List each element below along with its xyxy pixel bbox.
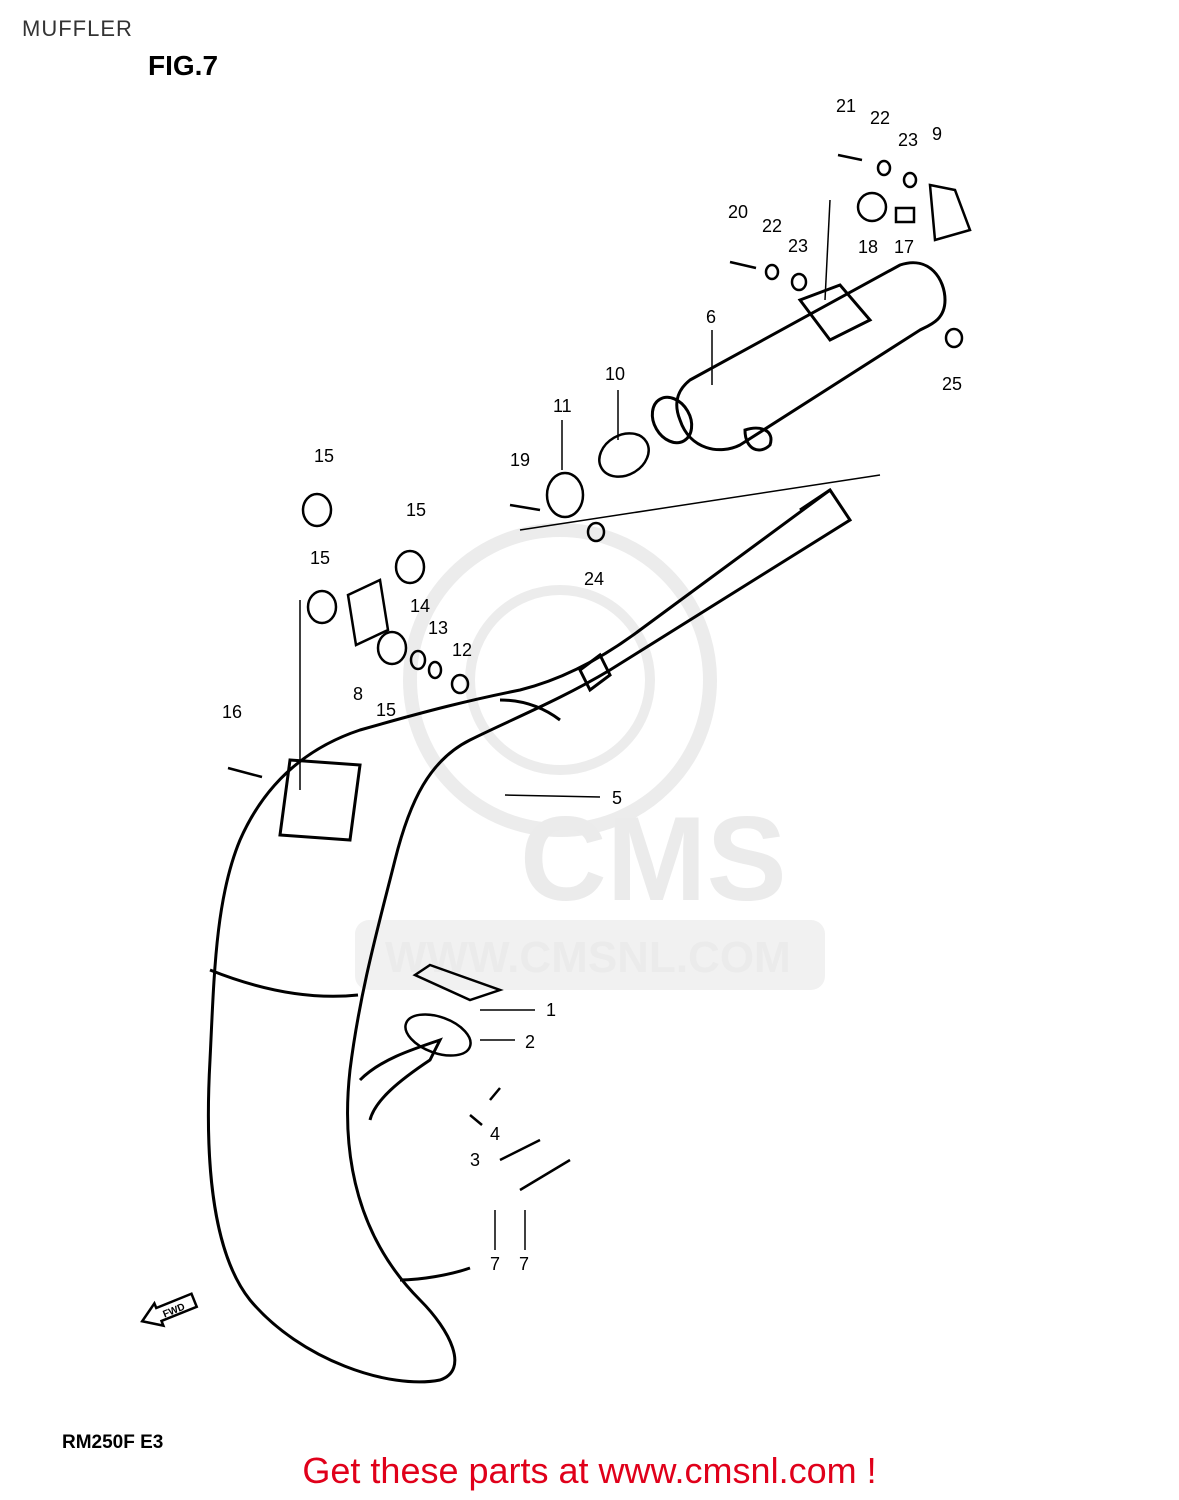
- silencer: [650, 261, 947, 452]
- nut-24: [586, 521, 606, 543]
- figure-label: FIG.7: [148, 50, 219, 81]
- label-part-14: 14: [410, 596, 430, 616]
- label-part-4: 4: [490, 1124, 500, 1144]
- label-part-1: 1: [546, 1000, 556, 1020]
- label-part-6: 6: [706, 307, 716, 327]
- label-part-19: 19: [510, 450, 530, 470]
- model-code: RM250F E3: [62, 1432, 164, 1453]
- label-part-7a: 7: [490, 1254, 500, 1274]
- label-part-12: 12: [452, 640, 472, 660]
- small-parts: [227, 153, 972, 1192]
- washer-15b: [394, 549, 426, 585]
- forward-direction-arrow-icon: FWD: [140, 1292, 199, 1328]
- label-part-18: 18: [858, 237, 878, 257]
- label-part-23a: 23: [898, 130, 918, 150]
- bolt-21: [837, 153, 863, 162]
- label-part-17: 17: [894, 237, 914, 257]
- label-part-15c: 15: [310, 548, 330, 568]
- label-part-15d: 15: [376, 700, 396, 720]
- washer-15c: [306, 589, 338, 625]
- label-part-5: 5: [612, 788, 622, 808]
- washer-22a: [876, 159, 892, 177]
- bracket-9: [928, 183, 972, 242]
- page-title: MUFFLER: [22, 16, 133, 41]
- label-part-22b: 22: [762, 216, 782, 236]
- bolt-19: [509, 503, 541, 512]
- washer-22b: [764, 263, 780, 281]
- damper-18: [856, 191, 888, 223]
- watermark-brand: CMS: [520, 792, 787, 926]
- label-part-15b: 15: [406, 500, 426, 520]
- label-part-16: 16: [222, 702, 242, 722]
- washer-15d: [376, 630, 408, 666]
- washer-13: [427, 660, 443, 680]
- label-part-8: 8: [353, 684, 363, 704]
- washer-23b: [790, 272, 808, 292]
- label-part-15a: 15: [314, 446, 334, 466]
- bracket-8: [346, 578, 390, 647]
- expansion-chamber: [206, 487, 853, 1384]
- collar-17: [894, 206, 916, 224]
- promo-link-text[interactable]: Get these parts at www.cmsnl.com !: [302, 1450, 877, 1491]
- sleeve-10: [598, 432, 650, 478]
- label-part-21: 21: [836, 96, 856, 116]
- washer-14: [409, 649, 427, 671]
- clamp-11: [545, 471, 585, 519]
- label-part-11: 11: [553, 396, 572, 416]
- washer-15a: [301, 492, 333, 528]
- label-part-23b: 23: [788, 236, 808, 256]
- label-part-24: 24: [584, 569, 604, 589]
- nut-25: [944, 327, 964, 349]
- washer-23a: [902, 171, 918, 189]
- label-part-25: 25: [942, 374, 962, 394]
- washer-3: [469, 1114, 483, 1126]
- label-part-13: 13: [428, 618, 448, 638]
- label-part-2: 2: [525, 1032, 535, 1052]
- nut-12: [450, 673, 470, 695]
- label-part-9: 9: [932, 124, 942, 144]
- gasket-1: [412, 963, 504, 1002]
- watermark-url: WWW.CMSNL.COM: [385, 933, 791, 982]
- label-part-3: 3: [470, 1150, 480, 1170]
- part-number-labels: 1 2 3 4 5 6 7 7 8 9 10 11 12 13 14 15 15…: [222, 96, 962, 1274]
- label-part-22a: 22: [870, 108, 890, 128]
- bolt-4: [489, 1087, 501, 1101]
- springs-7: [499, 1138, 571, 1192]
- bolt-20: [729, 260, 757, 270]
- label-part-20: 20: [728, 202, 748, 222]
- label-part-10: 10: [605, 364, 625, 384]
- label-part-7b: 7: [519, 1254, 529, 1274]
- watermark: CMS WWW.CMSNL.COM: [355, 523, 825, 990]
- seal-2: [404, 1013, 472, 1057]
- leader-lines: [299, 199, 881, 1250]
- bolt-16: [227, 766, 263, 779]
